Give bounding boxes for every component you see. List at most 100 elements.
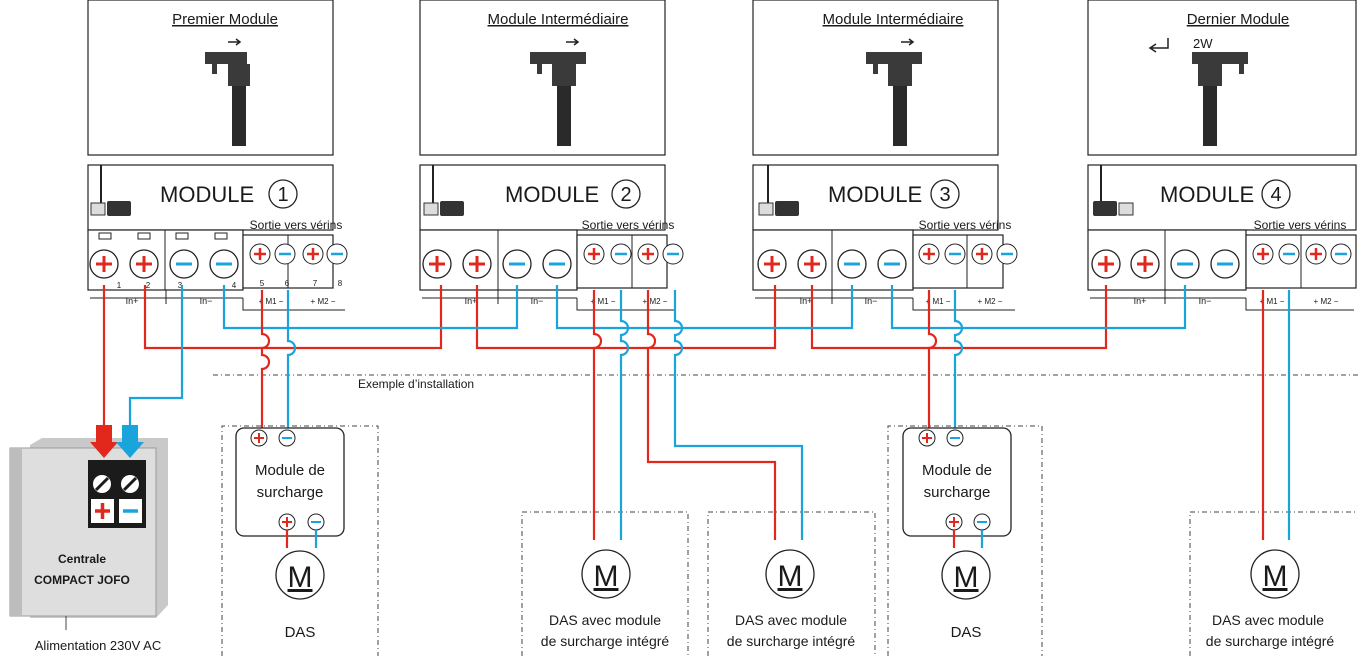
terminal-plus-icon	[757, 249, 787, 279]
module-3-title: MODULE	[828, 182, 922, 207]
device-caption-5-line2: de surcharge intégré	[1206, 633, 1335, 649]
terminal-plus-icon	[462, 249, 492, 279]
terminal-minus-icon	[1278, 243, 1300, 265]
terminal-plus-icon	[1130, 249, 1160, 279]
terminal-minus-icon	[307, 513, 325, 531]
motor-symbol: M	[954, 561, 979, 594]
terminal-number: 7	[313, 279, 318, 288]
terminal-minus-icon	[209, 249, 239, 279]
motor-icon: M	[581, 549, 631, 599]
terminal-minus-icon	[1330, 243, 1352, 265]
terminal-plus-icon	[129, 249, 159, 279]
terminal-number: 5	[260, 279, 265, 288]
surcharge-label-line1: Module de	[255, 462, 325, 479]
terminal-plus-icon	[583, 243, 605, 265]
terminal-block-icon	[88, 460, 146, 528]
motor-symbol: M	[288, 561, 313, 594]
module-1-header-title: Premier Module	[172, 11, 278, 28]
in-plus-label: In+	[126, 296, 139, 306]
terminal-minus-icon	[274, 243, 296, 265]
in-plus-label: In+	[465, 296, 478, 306]
motor-icon: M	[765, 549, 815, 599]
terminal-plus-icon	[302, 243, 324, 265]
device-caption-2-line2: de surcharge intégré	[541, 633, 670, 649]
module-3-header-box	[752, 0, 999, 156]
terminal-minus-icon	[996, 243, 1018, 265]
module-2-sortie-label: Sortie vers vérins	[582, 218, 675, 232]
terminal-minus-icon	[877, 249, 907, 279]
device-caption-2-line1: DAS avec module	[549, 612, 661, 628]
motor-symbol: M	[778, 560, 803, 593]
terminal-minus-icon	[1170, 249, 1200, 279]
bus-wiring	[143, 285, 1187, 350]
module-2-title: MODULE	[505, 182, 599, 207]
module-4-title: MODULE	[1160, 182, 1254, 207]
terminal-number: 4	[232, 281, 237, 290]
terminal-minus-icon	[542, 249, 572, 279]
device-caption-1: DAS	[285, 624, 316, 641]
motor-symbol: M	[1263, 560, 1288, 593]
installation-label: Exemple d’installation	[358, 377, 474, 391]
surcharge-module-1: Module de surcharge M DAS	[235, 427, 345, 641]
terminal-number: 8	[338, 279, 343, 288]
mini-connector-icon	[758, 201, 799, 216]
in-minus-label: In−	[200, 296, 213, 306]
terminal-plus-icon	[637, 243, 659, 265]
surcharge-label-line2: surcharge	[257, 484, 324, 501]
motor-icon: M	[275, 550, 325, 600]
terminal-minus-icon	[973, 513, 991, 531]
terminal-plus-icon	[278, 513, 296, 531]
m1-label: + M1 −	[591, 297, 616, 306]
return-arrow-icon	[1148, 38, 1169, 53]
centrale-model: COMPACT JOFO	[34, 573, 130, 587]
terminal-plus-icon	[250, 429, 268, 447]
terminal-plus-icon	[1091, 249, 1121, 279]
terminal-plus-icon	[1252, 243, 1274, 265]
das-integrated-2: M DAS avec module de surcharge intégré	[727, 549, 856, 649]
m1-label: + M1 −	[1260, 297, 1285, 306]
module-4: Dernier Module 2W MODULE 4 Sortie vers v…	[1087, 0, 1357, 311]
terminal-number: 2	[146, 281, 151, 290]
module-3-number: 3	[939, 184, 950, 206]
m2-label: + M2 −	[311, 297, 336, 306]
motor-symbol: M	[594, 560, 619, 593]
terminal-plus-icon	[797, 249, 827, 279]
device-caption-3-line1: DAS avec module	[735, 612, 847, 628]
connector-plug-icon	[530, 38, 586, 146]
in-plus-label: In+	[1134, 296, 1147, 306]
in-minus-label: In−	[531, 296, 544, 306]
motor-icon: M	[1250, 549, 1300, 599]
module-4-body	[1087, 164, 1357, 231]
module-2-header-title: Module Intermédiaire	[488, 11, 629, 28]
module-4-outputs	[1261, 290, 1291, 540]
terminal-number: 6	[285, 279, 290, 288]
in-plus-label: In+	[800, 296, 813, 306]
device-caption-5-line1: DAS avec module	[1212, 612, 1324, 628]
power-label: Alimentation 230V AC	[35, 638, 161, 653]
terminal-plus-icon	[918, 243, 940, 265]
module-1-title: MODULE	[160, 182, 254, 207]
terminal-minus-icon	[502, 249, 532, 279]
device-caption-4: DAS	[951, 624, 982, 641]
device-caption-3-line2: de surcharge intégré	[727, 633, 856, 649]
terminal-plus-icon	[89, 249, 119, 279]
module-1: Premier Module MODULE 1 Sortie vers véri…	[87, 0, 348, 311]
module-4-extra-label: 2W	[1193, 36, 1213, 51]
connector-plug-icon	[866, 38, 922, 146]
installation-zone: Exemple d’installation	[213, 374, 1358, 656]
surcharge-module-2: Module de surcharge M DAS	[902, 427, 1012, 641]
terminal-minus-icon	[1210, 249, 1240, 279]
das-integrated-1: M DAS avec module de surcharge intégré	[541, 549, 670, 649]
module-1-number: 1	[277, 184, 288, 206]
module-3-sortie-label: Sortie vers vérins	[919, 218, 1012, 232]
arrow-down-icon	[116, 425, 144, 458]
terminal-plus-icon	[971, 243, 993, 265]
m1-label: + M1 −	[259, 297, 284, 306]
module-2-number: 2	[620, 184, 631, 206]
terminal-minus-icon	[944, 243, 966, 265]
mini-connector-icon	[90, 201, 131, 216]
surcharge-label-line1: Module de	[922, 462, 992, 479]
terminal-plus-icon	[918, 429, 936, 447]
module-2: Module Intermédiaire MODULE 2 Sortie ver…	[419, 0, 684, 311]
